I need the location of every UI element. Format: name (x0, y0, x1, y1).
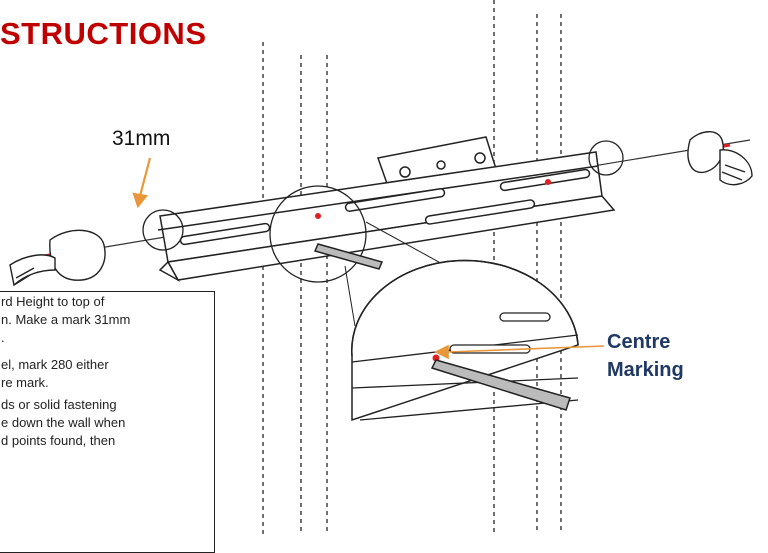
pencil-small (313, 243, 384, 270)
instruction-line: d points found, then (1, 433, 116, 448)
pointing-hand-right (687, 131, 753, 186)
arrow-31mm (132, 157, 152, 209)
measurement-label: 31mm (112, 127, 171, 150)
rail-centre-mark (315, 213, 321, 219)
page-title: STRUCTIONS (0, 16, 207, 51)
magnifier-circle (269, 185, 367, 283)
callout-line-1: Centre (607, 331, 671, 353)
zoom-line-left (344, 265, 356, 327)
spirit-level (377, 136, 498, 193)
pointing-hand-left (9, 229, 106, 287)
installation-diagram (9, 0, 753, 534)
arrow-centre-marking (434, 344, 605, 360)
instruction-line: n. Make a mark 31mm (1, 312, 131, 327)
callout-line-2: Marking (607, 359, 684, 381)
instruction-line: e down the wall when (1, 415, 126, 430)
instruction-line: . (1, 330, 5, 345)
instruction-line: rd Height to top of (1, 294, 105, 309)
stud-lines (262, 0, 562, 534)
magnified-detail (351, 259, 579, 422)
right-mark-circle (588, 140, 624, 176)
rail-right-mark (545, 179, 551, 185)
instruction-line: ds or solid fastening (1, 397, 117, 412)
left-mark-circle (142, 209, 184, 251)
instruction-line: el, mark 280 either (1, 357, 109, 372)
centre-marking-callout: Centre Marking (607, 328, 684, 384)
instruction-line: re mark. (1, 375, 49, 390)
instructions-box: rd Height to top of n. Make a mark 31mm … (0, 291, 215, 553)
